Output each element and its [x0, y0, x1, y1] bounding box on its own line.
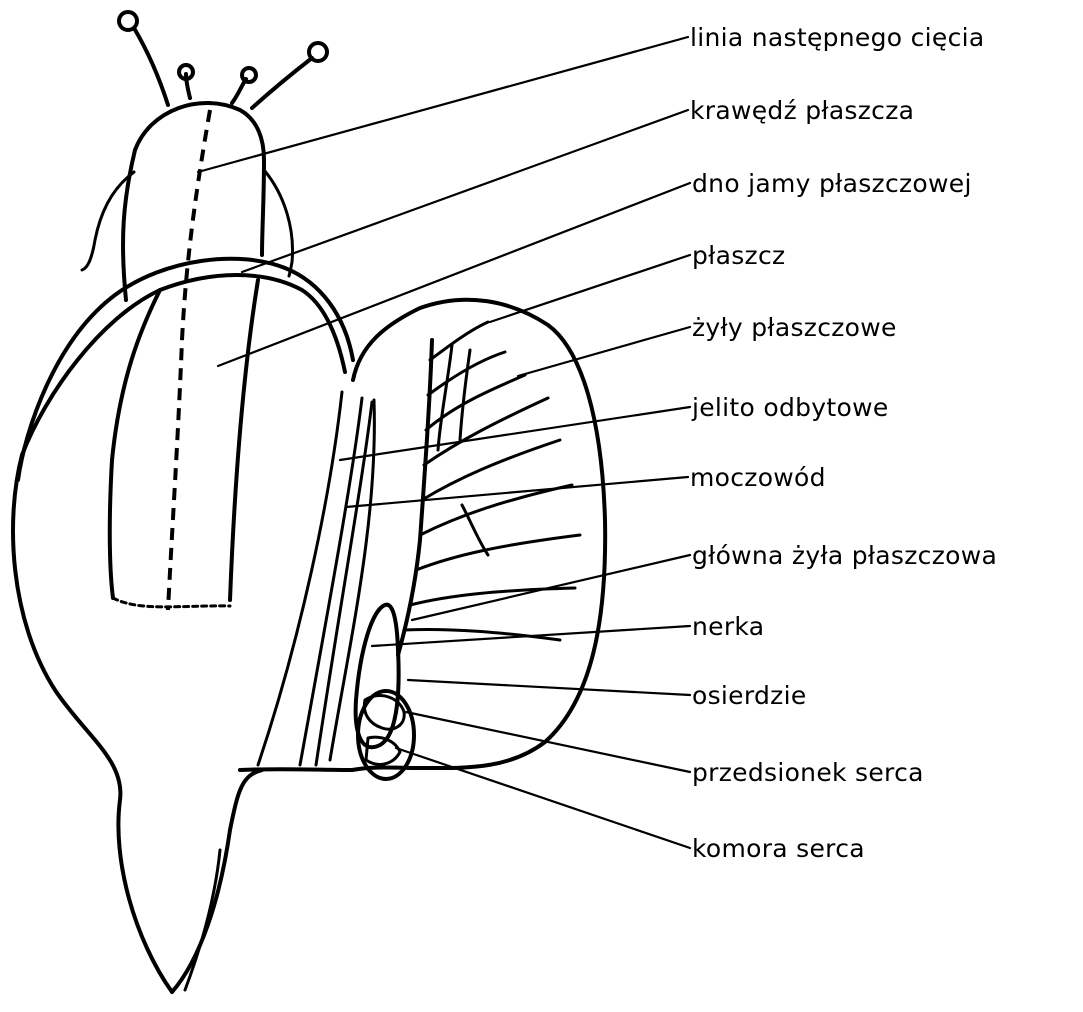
leader-moczowod — [346, 477, 688, 507]
mantle-lobe — [352, 300, 605, 770]
leader-plaszcz — [490, 255, 690, 322]
leader-glowna — [412, 555, 690, 620]
ureter — [330, 400, 374, 760]
label-plaszcz: płaszcz — [692, 241, 785, 270]
label-komora: komora serca — [692, 834, 865, 863]
snail-drawing — [13, 12, 605, 992]
label-linia: linia następnego cięcia — [690, 23, 985, 52]
mantle-base — [240, 769, 352, 770]
tentacles — [119, 12, 327, 108]
leader-przedsionek — [406, 712, 690, 772]
cut-window-bottom — [113, 598, 230, 607]
labels: linia następnego cięcia krawędź płaszcza… — [690, 23, 997, 863]
label-moczowod: moczowód — [690, 463, 826, 492]
mantle-fold — [258, 392, 342, 765]
leader-krawedz — [242, 110, 688, 272]
label-przedsionek: przedsionek serca — [692, 758, 924, 787]
body-outline — [13, 455, 262, 992]
cut-window-edge-right — [230, 280, 258, 600]
label-krawedz: krawędź płaszcza — [690, 96, 914, 125]
dashed-cut-line — [168, 110, 210, 610]
label-dno: dno jamy płaszczowej — [692, 169, 972, 198]
cut-window-edge-left — [110, 290, 160, 598]
label-nerka: nerka — [692, 612, 764, 641]
leader-zyly — [518, 327, 690, 376]
mantle-edge-inner — [22, 275, 345, 455]
snail-head — [123, 103, 264, 300]
leader-osierdzie — [408, 680, 690, 695]
leader-linia — [198, 37, 688, 172]
body-side-right — [264, 170, 293, 276]
label-osierdzie: osierdzie — [692, 681, 807, 710]
label-glowna: główna żyła płaszczowa — [692, 541, 997, 570]
label-jelito: jelito odbytowe — [691, 393, 889, 422]
label-zyly: żyły płaszczowe — [692, 313, 897, 342]
